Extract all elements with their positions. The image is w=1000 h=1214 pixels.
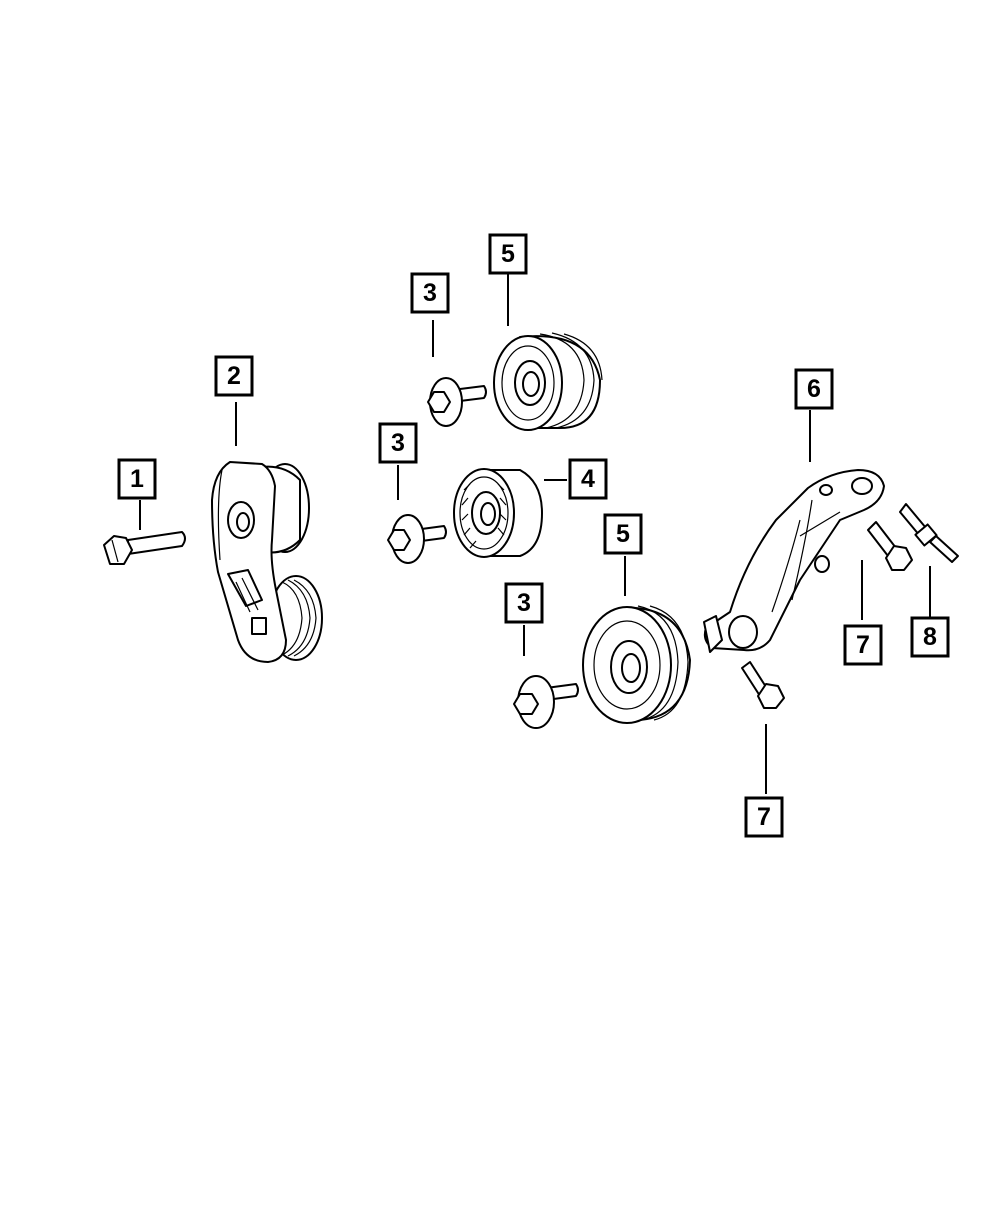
part-6-bracket: [703, 410, 885, 653]
callout-2-label: 2: [227, 362, 241, 390]
callout-7-lower-label: 7: [757, 803, 771, 831]
callout-5-top: 5: [488, 233, 528, 275]
part-3-bolt-top: [427, 320, 487, 427]
callout-4: 4: [568, 458, 608, 500]
callout-5-bottom-label: 5: [616, 520, 630, 548]
callout-7-right-label: 7: [856, 631, 870, 659]
part-5-idler-pulley-top: [493, 274, 603, 431]
part-4-idler-pulley-smooth: [453, 468, 567, 558]
part-1-bolt: [103, 500, 186, 565]
callout-2: 2: [214, 355, 254, 397]
part-3-bolt-bottom: [513, 625, 579, 729]
part-5-idler-pulley-bottom: [582, 556, 691, 724]
part-2-belt-tensioner: [211, 402, 323, 663]
callout-5-bottom: 5: [603, 513, 643, 555]
callout-6: 6: [794, 368, 834, 410]
part-7-bolt-right: [861, 521, 913, 620]
part-3-bolt-middle: [387, 465, 447, 564]
callout-7-right: 7: [843, 624, 883, 666]
callout-3-bottom-label: 3: [517, 589, 531, 617]
callout-5-top-label: 5: [501, 240, 515, 268]
callout-6-label: 6: [807, 375, 821, 403]
part-7-bolt-lower: [741, 661, 785, 794]
callout-8: 8: [910, 616, 950, 658]
callout-1: 1: [117, 458, 157, 500]
callout-3-middle: 3: [378, 422, 418, 464]
part-8-stud: [899, 503, 959, 620]
callout-3-bottom: 3: [504, 582, 544, 624]
callout-8-label: 8: [923, 623, 937, 651]
callout-1-label: 1: [130, 465, 144, 493]
callout-3-top-label: 3: [423, 279, 437, 307]
callout-3-middle-label: 3: [391, 429, 405, 457]
callout-3-top: 3: [410, 272, 450, 314]
callout-4-label: 4: [581, 465, 595, 493]
callout-7-lower: 7: [744, 796, 784, 838]
